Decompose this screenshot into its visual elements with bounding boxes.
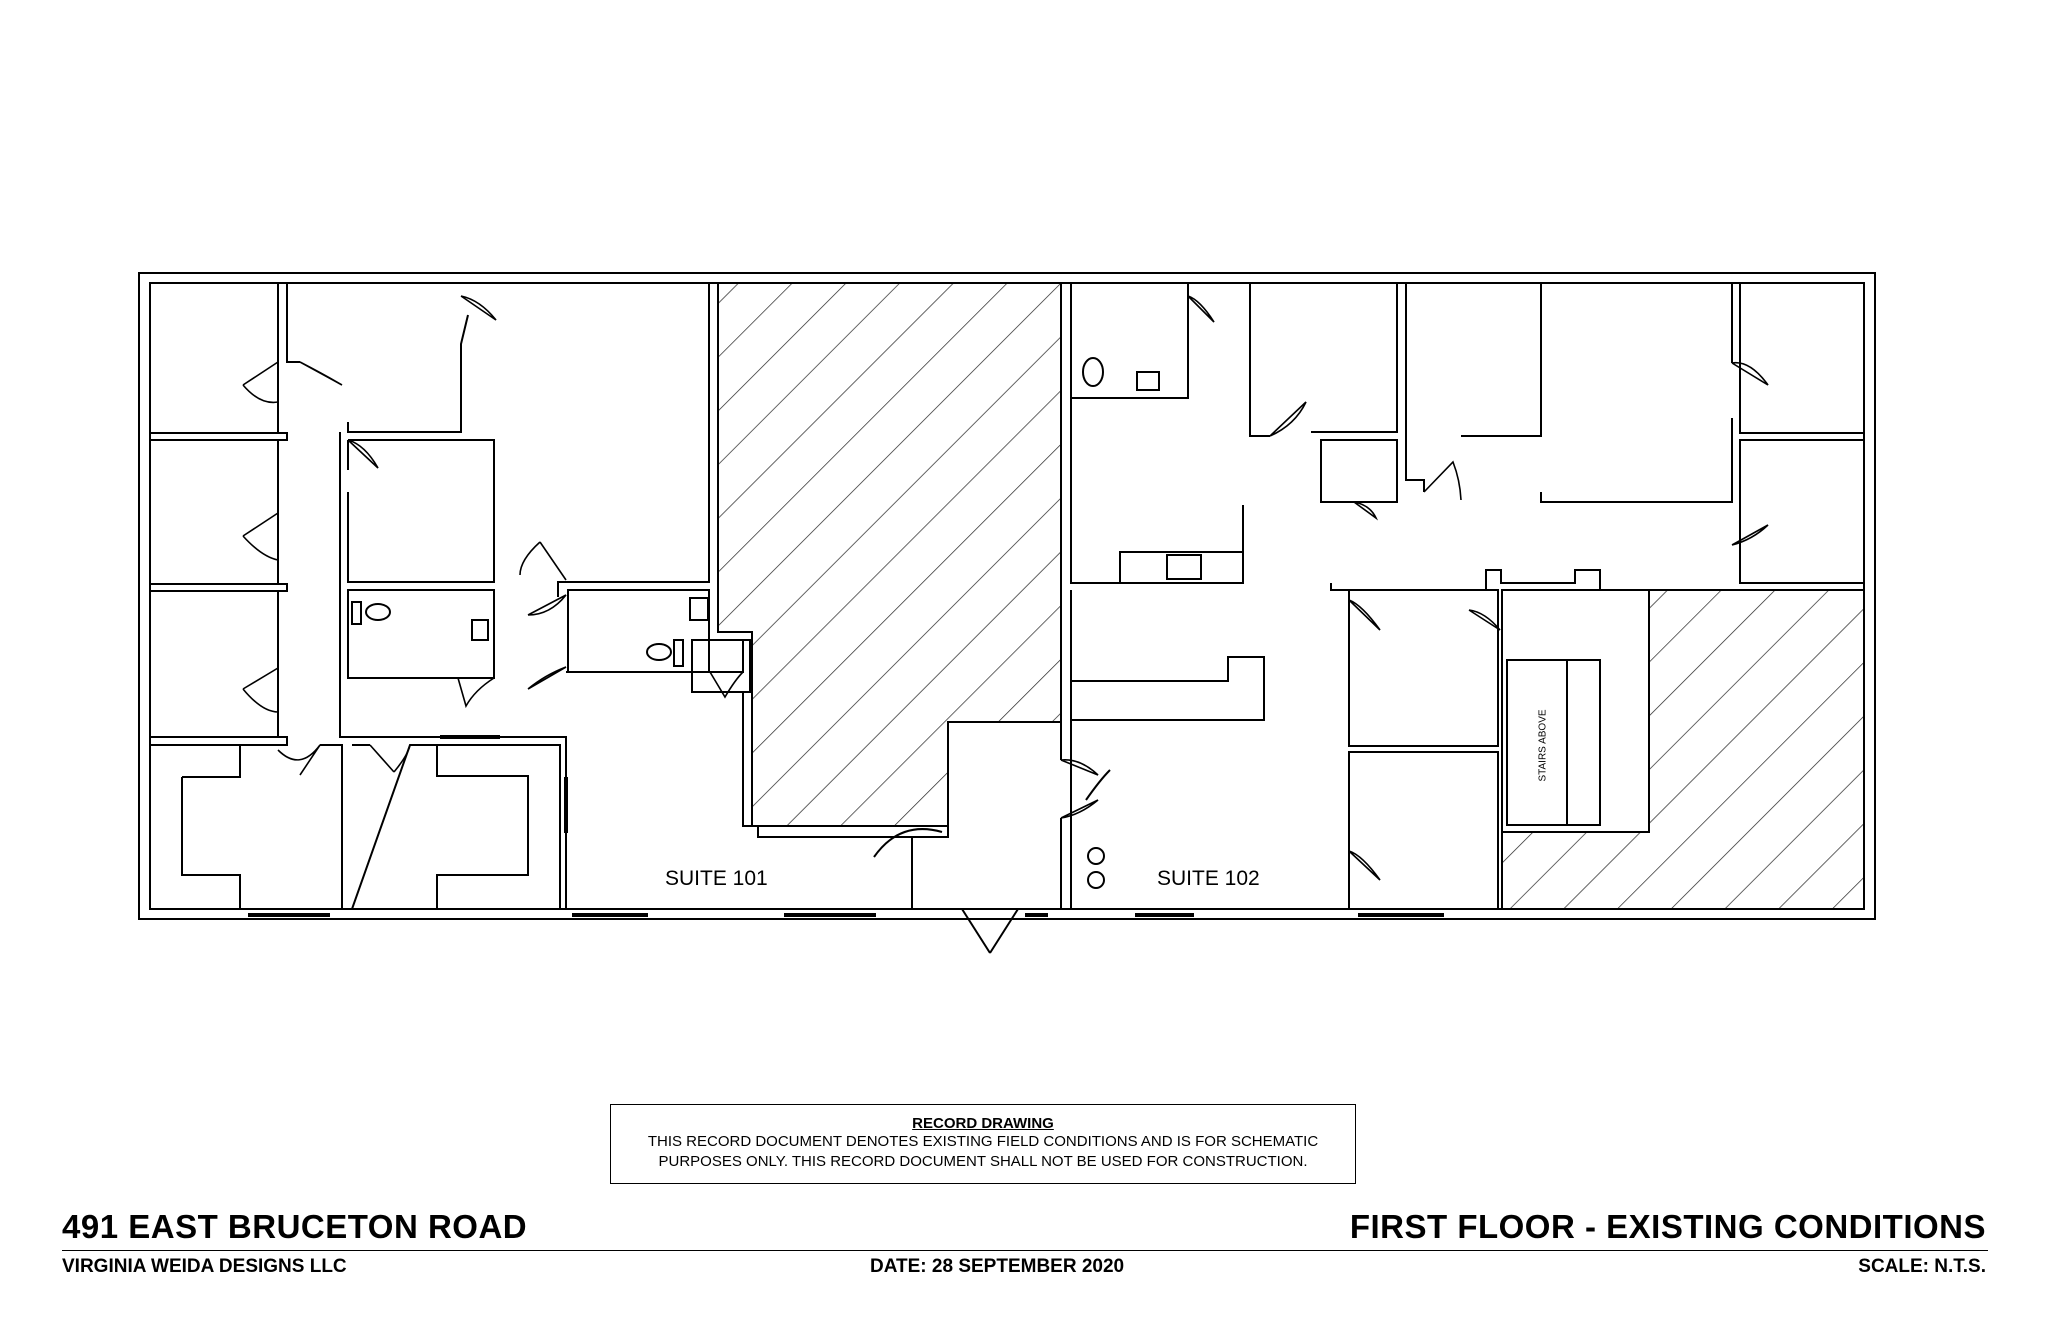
suite-101-label: SUITE 101 [665,867,768,890]
room-c1 [150,744,343,910]
drinking-fountain-1 [1087,847,1105,865]
record-drawing-notice: RECORD DRAWING THIS RECORD DOCUMENT DENO… [610,1104,1356,1184]
sink-3 [1136,371,1160,391]
door-swings [242,295,1769,881]
entry-door-swing [873,769,1111,954]
drawing-date: DATE: 28 SEPTEMBER 2020 [870,1256,1125,1277]
corridor-right [1330,569,1649,591]
toilet-3 [1082,357,1104,387]
suite-102-label: SUITE 102 [1157,867,1260,890]
entry-vestibule [912,721,1108,910]
kitchenette [1070,398,1244,584]
reception-desk [1070,590,1265,909]
restroom-2 [567,589,710,673]
project-address: 491 EAST BRUCETON ROAD [62,1208,528,1245]
firm-name: VIRGINIA WEIDA DESIGNS LLC [62,1256,347,1277]
office-d3 [1405,282,1542,492]
office-d1 [1249,282,1398,437]
corridor-wall-mid [339,432,567,909]
record-drawing-title: RECORD DRAWING [912,1115,1054,1132]
drawing-scale: SCALE: N.T.S. [1858,1256,1986,1277]
restroom-1 [347,589,495,679]
toilet-2 [646,643,672,661]
closet-1 [691,639,751,693]
record-drawing-line-2: PURPOSES ONLY. THIS RECORD DOCUMENT SHAL… [658,1153,1308,1170]
stair-room [1501,589,1650,833]
office-b1 [286,282,469,433]
office-a1 [149,282,279,434]
counter [1119,551,1244,584]
office-a2 [149,439,279,585]
toilet-tank-1 [351,601,362,625]
stair-wall [1567,659,1601,826]
room-large-top [461,282,710,597]
office-e1 [1348,589,1499,747]
room-c2-furniture [436,745,529,909]
sink-1 [471,619,489,641]
title-block-rule [62,1250,1988,1251]
stair-inner [1506,659,1568,826]
office-d5 [1739,282,1865,434]
kitchen-sink [1166,554,1202,580]
office-a3 [149,590,279,738]
closet-d2 [1320,439,1398,503]
hatched-area-center [717,282,1062,827]
office-d6 [1739,439,1865,584]
room-c1-furniture [181,745,241,909]
room-c2 [350,744,561,910]
sheet-title: FIRST FLOOR - EXISTING CONDITIONS [1349,1208,1986,1245]
drinking-fountain-2 [1087,871,1105,889]
hatched-area-right-upper [1501,589,1865,910]
record-drawing-line-1: THIS RECORD DOCUMENT DENOTES EXISTING FI… [647,1133,1319,1150]
toilet-1 [365,603,391,621]
office-b2 [347,439,495,583]
office-e2 [1348,751,1499,910]
office-d4 [1540,282,1733,503]
sink-2 [689,597,709,621]
restroom-3 [1070,282,1189,399]
corridor-wall-left [278,432,288,746]
toilet-tank-2 [673,639,684,667]
stairs-above-label: STAIRS ABOVE [1537,709,1549,782]
exterior-wall-outer [138,272,1876,920]
